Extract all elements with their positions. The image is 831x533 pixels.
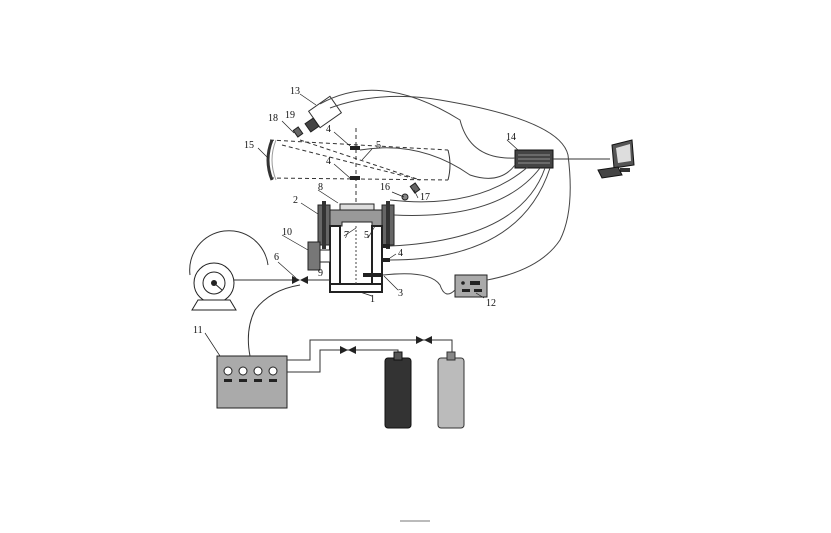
label-2: 2 <box>293 195 298 206</box>
label-11: 11 <box>193 325 203 336</box>
label-9: 9 <box>318 268 323 279</box>
label-7: 7 <box>344 230 349 241</box>
label-13: 13 <box>290 86 300 97</box>
label-18: 18 <box>268 113 278 124</box>
part-labels: 13 18 19 15 4 4 5 8 16 17 2 10 7 5 4 6 9… <box>193 86 516 336</box>
label-6: 6 <box>274 252 279 263</box>
lens-17 <box>401 182 421 201</box>
label-4-mid: 4 <box>326 156 331 167</box>
label-17: 17 <box>420 192 430 203</box>
label-14: 14 <box>506 132 516 143</box>
sensors-vessel <box>382 244 390 262</box>
gas-cylinder-light <box>437 351 465 429</box>
concave-mirror-15 <box>266 139 277 181</box>
label-8: 8 <box>318 182 323 193</box>
optical-beam-path <box>269 128 451 210</box>
label-16: 16 <box>380 182 390 193</box>
gas-cylinder-dark <box>384 351 412 429</box>
valve-6 <box>234 276 330 284</box>
label-4-vessel: 4 <box>398 248 403 259</box>
data-acquisition-14 <box>514 149 610 169</box>
vacuum-pump <box>189 230 269 311</box>
label-10: 10 <box>282 227 292 238</box>
label-15: 15 <box>244 140 254 151</box>
camera-13 <box>304 95 343 133</box>
label-19: 19 <box>285 110 295 121</box>
label-1: 1 <box>370 294 375 305</box>
label-3: 3 <box>398 288 403 299</box>
label-12: 12 <box>486 298 496 309</box>
valves-gas <box>340 336 432 354</box>
gas-lines <box>247 284 453 373</box>
computer-icon <box>597 139 635 179</box>
label-5-top: 5 <box>376 140 381 151</box>
amplifier-12 <box>454 274 488 298</box>
signal-cables <box>319 89 571 295</box>
label-4-top: 4 <box>326 124 331 135</box>
sensors-4-upper <box>350 146 360 180</box>
light-source-19 <box>292 126 304 138</box>
leader-lines <box>204 93 519 357</box>
label-5-vessel: 5 <box>364 230 369 241</box>
control-panel-11 <box>216 355 288 409</box>
igniter-10 <box>307 241 331 271</box>
combustion-vessel-1 <box>317 201 395 293</box>
